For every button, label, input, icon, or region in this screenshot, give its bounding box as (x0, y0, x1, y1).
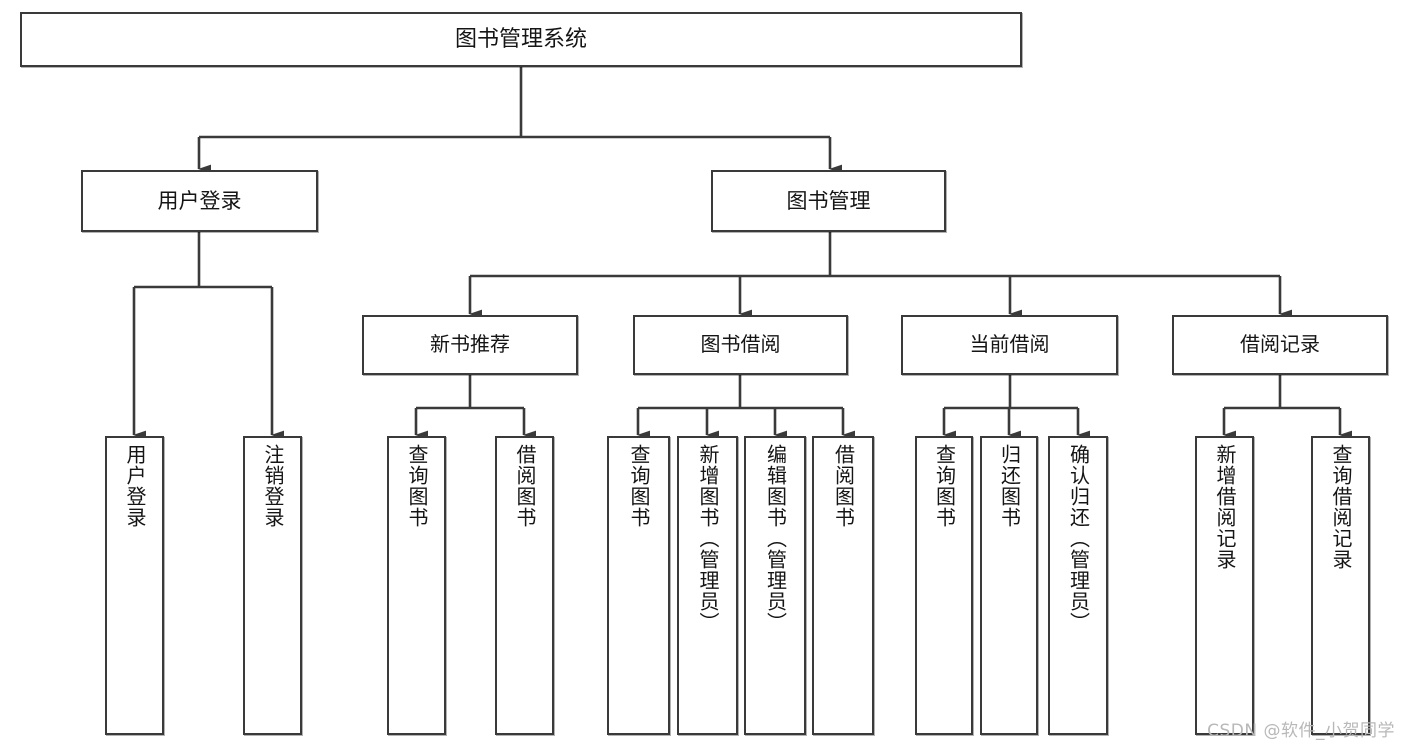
node-label: 图书管理 (786, 188, 871, 213)
watermark: CSDN @软件_小贺同学 (1207, 721, 1395, 741)
node-label: 确认归还（管理员） (1066, 444, 1091, 633)
node-root-system[interactable]: 图书管理系统 (20, 12, 1022, 67)
node-new-book-recommend[interactable]: 新书推荐 (362, 315, 578, 375)
node-label: 查询图书 (627, 444, 651, 528)
node-leaf-query-book-3[interactable]: 查询图书 (915, 436, 973, 735)
node-label: 借阅图书 (513, 444, 537, 528)
node-current-borrow[interactable]: 当前借阅 (901, 315, 1118, 375)
node-leaf-return-book[interactable]: 归还图书 (980, 436, 1038, 735)
node-leaf-query-record[interactable]: 查询借阅记录 (1311, 436, 1370, 735)
node-label: 新增借阅记录 (1213, 444, 1237, 570)
node-label: 用户登录 (123, 444, 147, 528)
node-user-login[interactable]: 用户登录 (81, 170, 318, 232)
node-label: 查询借阅记录 (1329, 444, 1353, 570)
node-label: 用户登录 (157, 188, 242, 213)
node-label: 注销登录 (261, 444, 285, 528)
node-label: 查询图书 (405, 444, 429, 528)
node-leaf-query-book-2[interactable]: 查询图书 (607, 436, 670, 735)
node-label: 图书管理系统 (454, 26, 587, 52)
node-label: 借阅记录 (1240, 332, 1320, 357)
node-leaf-edit-book[interactable]: 编辑图书（管理员） (744, 436, 806, 735)
node-leaf-borrow-book-1[interactable]: 借阅图书 (495, 436, 554, 735)
node-leaf-user-login[interactable]: 用户登录 (105, 436, 164, 735)
node-label: 编辑图书（管理员） (763, 444, 788, 633)
node-book-manage[interactable]: 图书管理 (711, 170, 946, 232)
node-label: 新增图书（管理员） (696, 444, 720, 633)
node-label: 当前借阅 (969, 332, 1050, 357)
node-borrow-record[interactable]: 借阅记录 (1172, 315, 1388, 375)
node-leaf-logout[interactable]: 注销登录 (243, 436, 302, 735)
node-leaf-borrow-book-2[interactable]: 借阅图书 (812, 436, 874, 735)
node-leaf-query-book-1[interactable]: 查询图书 (387, 436, 446, 735)
node-label: 归还图书 (997, 444, 1022, 528)
node-leaf-confirm-return[interactable]: 确认归还（管理员） (1048, 436, 1108, 735)
node-label: 借阅图书 (831, 444, 856, 528)
node-label: 新书推荐 (430, 332, 510, 357)
node-book-borrow[interactable]: 图书借阅 (633, 315, 848, 375)
node-label: 查询图书 (932, 444, 957, 528)
node-leaf-add-record[interactable]: 新增借阅记录 (1195, 436, 1254, 735)
node-label: 图书借阅 (700, 332, 781, 357)
node-leaf-add-book[interactable]: 新增图书（管理员） (677, 436, 738, 735)
